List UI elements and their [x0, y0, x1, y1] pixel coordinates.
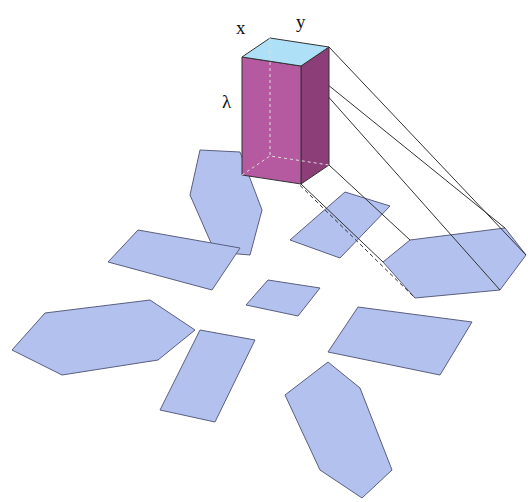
hidden-edge [242, 156, 329, 175]
hexagon-face [12, 300, 195, 375]
square-face [246, 280, 320, 316]
parallelogram-face [108, 230, 240, 290]
projection-lines [270, 38, 526, 298]
parallelogram-face [160, 330, 255, 422]
projection-faces [12, 150, 526, 498]
hexagon-face [285, 362, 392, 498]
hidden-edge [270, 38, 271, 156]
prism-top-face [242, 38, 329, 66]
axis-label: x [236, 18, 246, 37]
axis-label: y [296, 12, 306, 31]
prism [242, 38, 329, 184]
parallelogram-face [328, 307, 472, 375]
prism-front-face [242, 57, 301, 184]
prism-side-face [301, 47, 329, 184]
dimension-label: λ [222, 92, 231, 111]
